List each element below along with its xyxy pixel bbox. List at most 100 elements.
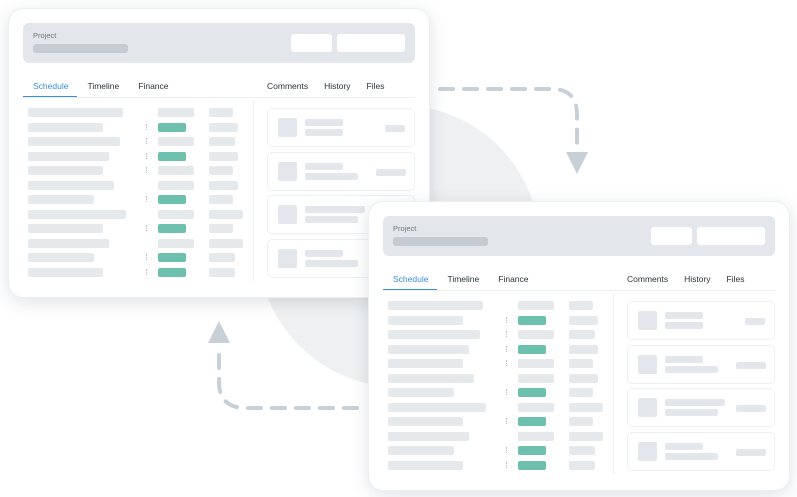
comment-meta-placeholder (376, 169, 406, 176)
tab-comments[interactable]: Comments (627, 274, 669, 284)
panel-divider (613, 294, 614, 474)
drag-handle-icon (506, 345, 509, 352)
tabs-right: Comments History Files (259, 80, 419, 97)
drag-handle-icon (506, 447, 509, 453)
task-name-placeholder (28, 253, 94, 262)
status-placeholder (518, 359, 554, 368)
comment-card (627, 432, 775, 471)
arrow-to-first-window-path (217, 343, 359, 410)
comment-text-placeholder (665, 366, 718, 373)
tab-finance[interactable]: Finance (138, 81, 169, 91)
header-button-wide[interactable] (697, 227, 765, 245)
drag-handle-icon (506, 461, 509, 468)
tabs-left: Schedule Timeline Finance (383, 273, 607, 290)
drag-handle-icon (146, 152, 149, 159)
comment-title-placeholder (665, 399, 725, 406)
value-placeholder (569, 315, 598, 325)
comment-thumbnail (638, 398, 657, 417)
status-tag (518, 460, 546, 470)
comment-thumbnail (638, 311, 657, 330)
comment-text-placeholder (665, 409, 718, 416)
drag-handle-icon (146, 138, 149, 144)
task-name-placeholder (388, 359, 463, 368)
task-name-placeholder (388, 315, 463, 325)
project-label: Project (33, 31, 57, 40)
task-name-placeholder (28, 108, 123, 117)
comment-thumbnail (278, 205, 297, 224)
status-placeholder (518, 431, 554, 441)
project-window-secondary: Project Schedule Timeline Finance Commen… (369, 202, 789, 490)
arrow-down-head-icon (566, 152, 588, 174)
value-placeholder (569, 388, 593, 397)
comment-card (267, 152, 415, 191)
header-button-small[interactable] (651, 227, 692, 245)
value-placeholder (209, 180, 238, 190)
tab-finance[interactable]: Finance (498, 274, 529, 284)
value-placeholder (569, 446, 595, 455)
value-placeholder (569, 402, 603, 412)
status-tag (518, 417, 546, 426)
drag-handle-icon (506, 389, 509, 395)
status-tag (158, 122, 186, 132)
value-placeholder (569, 373, 598, 383)
project-header: Project (383, 216, 775, 256)
comment-meta-placeholder (736, 362, 766, 369)
value-placeholder (209, 122, 238, 132)
comment-meta-placeholder (736, 405, 766, 412)
tab-comments[interactable]: Comments (267, 81, 309, 91)
tab-files[interactable]: Files (726, 274, 745, 284)
drag-handle-icon (506, 316, 509, 323)
tab-schedule[interactable]: Schedule (23, 80, 78, 97)
value-placeholder (209, 253, 235, 262)
value-placeholder (569, 359, 593, 368)
comment-card (627, 345, 775, 384)
value-placeholder (209, 267, 235, 277)
comment-text-placeholder (305, 129, 343, 136)
task-name-placeholder (388, 373, 474, 383)
tab-files[interactable]: Files (366, 81, 385, 91)
value-placeholder (569, 344, 598, 354)
task-name-placeholder (28, 122, 103, 132)
comment-thumbnail (638, 355, 657, 374)
status-placeholder (158, 180, 194, 190)
comment-card (627, 301, 775, 340)
task-name-placeholder (388, 330, 480, 339)
status-tag (518, 446, 546, 455)
comment-title-placeholder (665, 356, 703, 363)
task-name-placeholder (28, 137, 120, 146)
tab-timeline[interactable]: Timeline (87, 81, 120, 91)
comment-title-placeholder (305, 119, 343, 126)
arrow-up-head-icon (208, 321, 230, 343)
value-placeholder (209, 209, 243, 219)
status-placeholder (518, 373, 554, 383)
comment-card (267, 108, 415, 147)
value-placeholder (569, 301, 593, 310)
status-placeholder (158, 108, 194, 117)
task-name-placeholder (28, 267, 103, 277)
header-button-wide[interactable] (337, 34, 405, 52)
drag-handle-icon (506, 331, 509, 337)
task-name-placeholder (388, 344, 469, 354)
arrow-to-second-window-path (438, 87, 579, 152)
task-name-placeholder (388, 431, 469, 441)
status-tag (158, 224, 186, 233)
value-placeholder (569, 330, 595, 339)
status-placeholder (518, 402, 554, 412)
comment-title-placeholder (305, 163, 343, 170)
tab-schedule[interactable]: Schedule (383, 273, 438, 290)
comment-title-placeholder (305, 250, 343, 257)
header-button-small[interactable] (291, 34, 332, 52)
comment-thumbnail (278, 162, 297, 181)
tab-history[interactable]: History (324, 81, 351, 91)
project-name-placeholder (393, 237, 488, 246)
status-placeholder (158, 166, 194, 175)
comment-thumbnail (278, 118, 297, 137)
tab-timeline[interactable]: Timeline (447, 274, 480, 284)
comment-text-placeholder (305, 260, 358, 267)
drag-handle-icon (146, 268, 149, 275)
value-placeholder (209, 166, 233, 175)
task-name-placeholder (28, 166, 103, 175)
tab-history[interactable]: History (684, 274, 711, 284)
status-tag (518, 344, 546, 354)
comment-text-placeholder (665, 453, 718, 460)
